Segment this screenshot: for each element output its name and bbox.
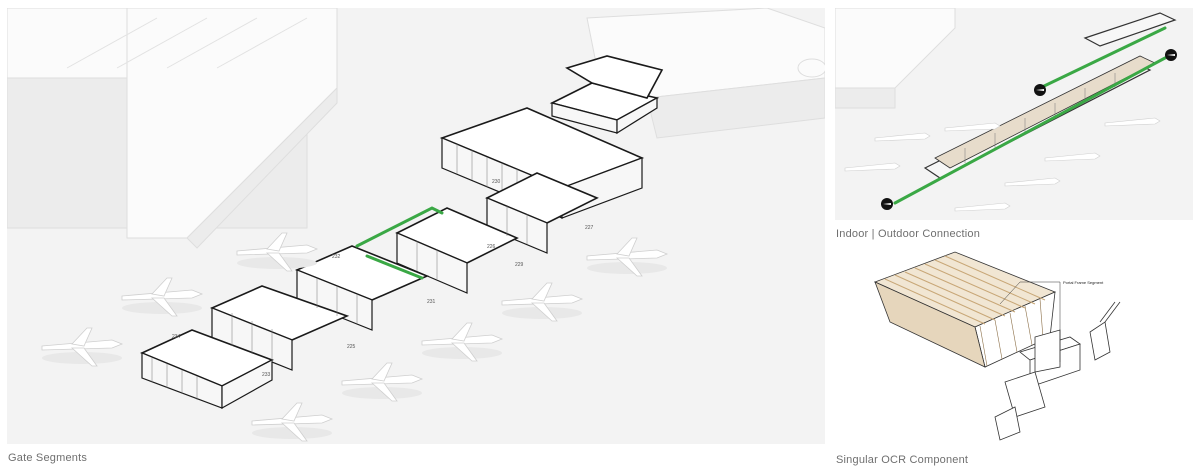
gate-segments-panel: 234 233 232 231 230 229 227 225 226 xyxy=(7,8,825,444)
gate-number: 225 xyxy=(347,344,356,350)
airplane-marker-icon xyxy=(1165,49,1177,61)
connection-caption: Indoor | Outdoor Connection xyxy=(836,228,981,240)
airplanes xyxy=(844,117,1161,212)
connection-panel xyxy=(835,8,1193,220)
connection-lines xyxy=(355,206,444,280)
gate-number: 231 xyxy=(427,299,436,305)
gate-number: 229 xyxy=(515,262,524,268)
gate-segments-drawing: 234 233 232 231 230 229 227 225 226 xyxy=(7,8,825,442)
background-hangar xyxy=(7,8,338,249)
gate-number: 232 xyxy=(332,254,341,260)
component-caption: Singular OCR Component xyxy=(836,454,969,466)
connector-bridge xyxy=(549,55,664,135)
portal-frame-label: Portal Frame Segment xyxy=(1063,280,1104,285)
gate-numbers: 234 233 232 231 230 229 227 225 226 xyxy=(172,179,594,378)
gate-number: 227 xyxy=(585,225,594,231)
outdoor-connection-line xyxy=(893,56,1167,205)
concourse-segments xyxy=(139,172,599,410)
connection-drawing xyxy=(835,8,1177,212)
boarding-bridge xyxy=(994,301,1121,441)
component-drawing: Portal Frame Segment xyxy=(873,251,1121,441)
gate-number: 226 xyxy=(487,244,496,250)
gate-segments-caption: Gate Segments xyxy=(8,452,88,464)
gate-number: 233 xyxy=(262,372,271,378)
gate-number: 234 xyxy=(172,334,181,340)
indoor-connection-line xyxy=(1038,26,1167,90)
component-panel: Portal Frame Segment xyxy=(835,242,1193,444)
portal-frame-roof xyxy=(873,251,1057,368)
airplanes xyxy=(41,232,669,442)
airplane-marker-icon xyxy=(1034,84,1046,96)
gate-number: 230 xyxy=(492,179,501,185)
airplane-marker-icon xyxy=(881,198,893,210)
